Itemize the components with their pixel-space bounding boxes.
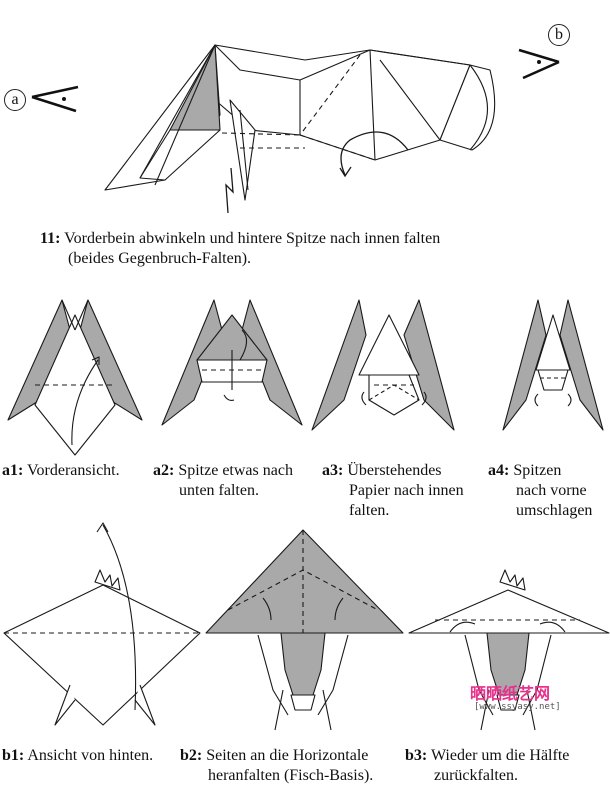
step-number: 11: bbox=[40, 230, 61, 247]
caption-line: Papier nach innen bbox=[349, 482, 464, 499]
step11-fold-diagram bbox=[104, 44, 496, 214]
caption-b3: b3: Wieder um die Hälfte zurückfalten. bbox=[405, 746, 569, 786]
caption-line: falten. bbox=[349, 502, 390, 519]
diagram-b1 bbox=[3, 522, 201, 726]
caption-line: Spitzen bbox=[513, 462, 562, 479]
caption-line: Ansicht von hinten. bbox=[27, 747, 154, 764]
caption-b2: b2: Seiten an die Horizontale heranfalte… bbox=[180, 746, 373, 786]
step-number: b3: bbox=[405, 747, 428, 764]
step11-caption: 11: Vorderbein abwinkeln und hintere Spi… bbox=[40, 229, 440, 249]
caption-a3: a3: Überstehendes Papier nach innen falt… bbox=[322, 461, 464, 521]
caption-line: Vorderansicht. bbox=[27, 462, 120, 479]
caption-line: Wieder um die Hälfte bbox=[430, 747, 570, 764]
caption-line: unten falten. bbox=[179, 482, 259, 499]
step-number: a3: bbox=[322, 462, 344, 479]
diagram-a2 bbox=[161, 299, 303, 426]
step-number: a1: bbox=[2, 462, 24, 479]
step11-line1: Vorderbein abwinkeln und hintere Spitze … bbox=[64, 230, 441, 247]
caption-a1: a1: Vorderansicht. bbox=[2, 461, 120, 481]
diagram-b2 bbox=[205, 529, 404, 731]
diagram-a1 bbox=[7, 299, 143, 456]
step11-caption-line2: (beides Gegenbruch-Falten). bbox=[68, 249, 251, 269]
view-eye-icon-b bbox=[518, 48, 560, 80]
step-number: a2: bbox=[153, 462, 175, 479]
view-marker-a: a bbox=[4, 89, 26, 111]
caption-line: zurückfalten. bbox=[434, 767, 518, 784]
caption-line: nach vorne bbox=[516, 482, 587, 499]
caption-b1: b1: Ansicht von hinten. bbox=[2, 746, 153, 766]
diagram-b3 bbox=[408, 569, 610, 731]
diagram-a3 bbox=[311, 299, 455, 431]
watermark-logo: 晒晒纸艺网 bbox=[470, 680, 550, 704]
view-eye-icon-a bbox=[31, 85, 79, 113]
caption-a2: a2: Spitze etwas nach unten falten. bbox=[153, 461, 293, 501]
watermark-url: [www.ssyasy.net] bbox=[474, 702, 561, 712]
caption-line: Seiten an die Horizontale bbox=[206, 747, 369, 764]
diagram-a4 bbox=[502, 299, 604, 431]
step-number: a4: bbox=[488, 462, 510, 479]
caption-line: heranfalten (Fisch-Basis). bbox=[208, 767, 374, 784]
step-number: b2: bbox=[180, 747, 203, 764]
view-marker-b: b bbox=[548, 24, 570, 46]
step-number: b1: bbox=[2, 747, 25, 764]
caption-a4: a4: Spitzen nach vorne umschlagen bbox=[488, 461, 592, 521]
caption-line: umschlagen bbox=[516, 502, 593, 519]
watermark-logo-text: 晒晒纸艺网 bbox=[470, 684, 551, 703]
caption-line: Spitze etwas nach bbox=[178, 462, 293, 479]
step11-line2: (beides Gegenbruch-Falten). bbox=[68, 250, 252, 267]
caption-line: Überstehendes bbox=[347, 462, 442, 479]
